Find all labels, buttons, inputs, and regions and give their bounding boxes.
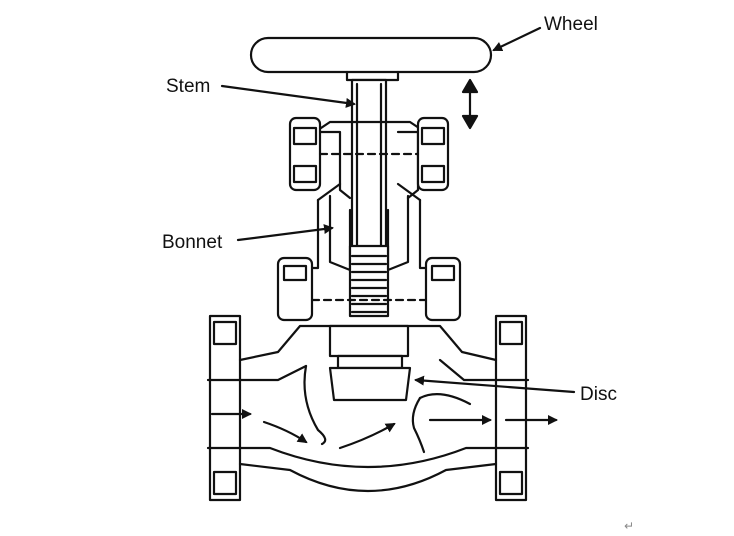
disc-label: Disc [580,384,617,405]
lower-left-bolt [276,256,314,322]
stem-thread [348,244,390,318]
flow-arrow-up [338,422,396,450]
travel-arrow [461,78,479,130]
bonnet-label: Bonnet [162,232,223,253]
valve-disc [328,354,412,402]
disc-leader [414,375,576,394]
stem-leader [220,84,356,108]
wheel-leader [492,26,542,52]
return-mark: ↵ [624,519,634,533]
stem-label: Stem [166,76,210,97]
upper-left-bolt [288,116,322,192]
wheel-hub [345,70,400,82]
wheel-label: Wheel [544,14,598,35]
upper-right-bolt [416,116,450,192]
flow-arrow-down [262,420,308,444]
bonnet-leader [236,224,334,242]
handwheel [249,36,493,74]
lower-right-bolt [424,256,462,322]
valve-body [206,314,530,502]
